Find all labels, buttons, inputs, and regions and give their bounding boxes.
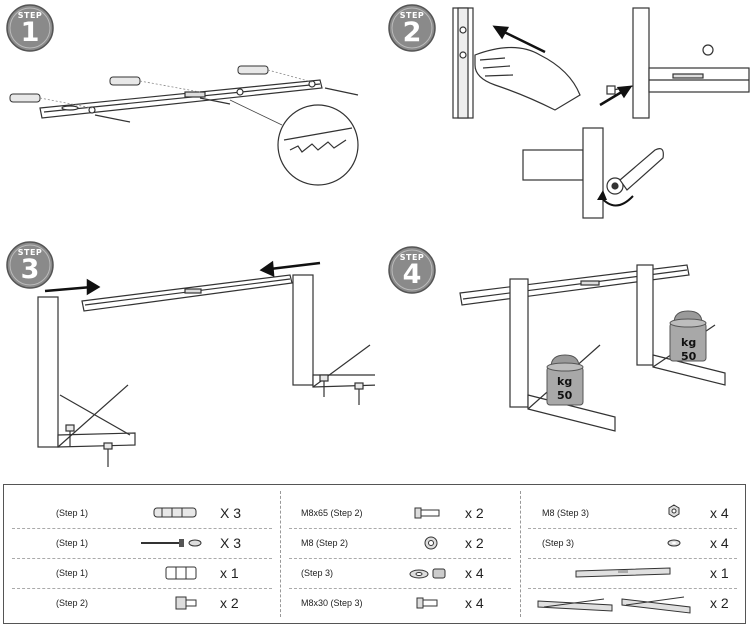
part-label: M8x65 (Step 2): [301, 508, 363, 518]
part-row: M8x30 (Step 3) x 4: [281, 589, 519, 619]
bracket-icon: [537, 596, 691, 614]
part-label: M8x30 (Step 3): [301, 598, 363, 608]
washer-and-nut-icon: [409, 568, 446, 579]
washer-icon: [667, 539, 681, 547]
step-1-illustration: [9, 65, 359, 186]
part-quantity: x 2: [465, 505, 484, 521]
part-row: (Step 3) x 4: [520, 529, 745, 559]
step-3-panel: STEP 3: [0, 235, 375, 480]
part-quantity: X 3: [220, 505, 242, 521]
step-number: 3: [20, 254, 40, 285]
part-quantity: x 4: [710, 535, 729, 551]
part-row: (Step 1) x 1: [4, 559, 280, 589]
screw-with-washer-icon: [141, 539, 202, 547]
part-quantity: x 4: [710, 505, 729, 521]
badge-circle-icon: [388, 4, 436, 52]
step-3-illustration: [37, 260, 375, 467]
step-1-panel: STEP 1: [0, 0, 375, 235]
part-row: (Step 1) X 3: [4, 499, 280, 529]
parts-column-3: M8 (Step 3) x 4 (Step 3) x 4 x 1 x: [520, 485, 745, 623]
step-2-illustration: [452, 7, 750, 219]
part-row: x 2: [520, 589, 745, 619]
hand-icon: [474, 46, 581, 111]
screw-icon: [94, 87, 359, 123]
step-1-badge: STEP 1: [5, 3, 55, 53]
part-quantity: x 2: [220, 595, 239, 611]
part-label: (Step 2): [56, 598, 89, 608]
part-row: (Step 2) x 2: [4, 589, 280, 619]
part-quantity: x 4: [465, 565, 484, 581]
weight-unit-text: kg: [557, 375, 572, 388]
step-word: STEP: [17, 248, 43, 257]
step-2-badge: STEP 2: [387, 3, 437, 53]
bolt-icon: [175, 596, 197, 610]
step-3-badge: STEP 3: [5, 240, 55, 290]
badge-circle-icon: [388, 246, 436, 294]
step-number: 2: [402, 17, 422, 48]
long-bolt-icon: [414, 507, 440, 519]
weight-value-text: 50: [681, 350, 697, 363]
weight-icon: [669, 310, 707, 362]
step-4-illustration: kg 50 kg 50: [459, 264, 726, 432]
parts-list: (Step 1) X 3 (Step 1) X 3 (Step 1) x 1 (…: [3, 484, 746, 624]
part-quantity: x 2: [465, 535, 484, 551]
step-4-badge: STEP 4: [387, 245, 437, 295]
weight-value-text: 50: [557, 389, 573, 402]
part-quantity: x 4: [465, 595, 484, 611]
parts-column-2: M8x65 (Step 2) x 2 M8 (Step 2) x 2 (Step…: [281, 485, 519, 623]
part-row: x 1: [520, 559, 745, 589]
part-label: M8 (Step 3): [542, 508, 590, 518]
weight-unit-text: kg: [681, 336, 696, 349]
step-4-panel: STEP 4 kg 50 kg: [375, 235, 750, 480]
part-label: M8 (Step 2): [301, 538, 349, 548]
part-row: M8 (Step 2) x 2: [281, 529, 519, 559]
step-word: STEP: [17, 11, 43, 20]
detail-zoom-circle: [277, 104, 359, 186]
badge-circle-icon: [6, 4, 54, 52]
part-label: (Step 1): [56, 508, 89, 518]
part-quantity: x 1: [710, 565, 729, 581]
part-label: (Step 1): [56, 538, 89, 548]
wall-rail: [39, 79, 323, 119]
parts-column-1: (Step 1) X 3 (Step 1) X 3 (Step 1) x 1 (…: [4, 485, 280, 623]
bolt-icon: [65, 374, 364, 467]
part-label: (Step 3): [301, 568, 334, 578]
part-quantity: x 1: [220, 565, 239, 581]
part-row: M8x65 (Step 2) x 2: [281, 499, 519, 529]
part-label: (Step 3): [542, 538, 575, 548]
step-number: 4: [402, 259, 422, 290]
part-quantity: x 2: [710, 595, 729, 611]
cross-rail-icon: [575, 567, 671, 578]
spirit-level-icon: [165, 566, 197, 580]
step-word: STEP: [399, 11, 425, 20]
weight-icon: [546, 354, 584, 406]
hex-nut-icon: [668, 504, 680, 518]
part-quantity: X 3: [220, 535, 242, 551]
part-label: (Step 1): [56, 568, 89, 578]
part-row: (Step 1) X 3: [4, 529, 280, 559]
wall-plug-icon: [153, 507, 197, 518]
step-2-panel: STEP 2: [375, 0, 750, 235]
step-number: 1: [20, 17, 40, 48]
part-row: (Step 3) x 4: [281, 559, 519, 589]
step-word: STEP: [399, 253, 425, 262]
part-row: M8 (Step 3) x 4: [520, 499, 745, 529]
badge-circle-icon: [6, 241, 54, 289]
nut-icon: [424, 536, 438, 550]
short-bolt-icon: [416, 597, 438, 609]
